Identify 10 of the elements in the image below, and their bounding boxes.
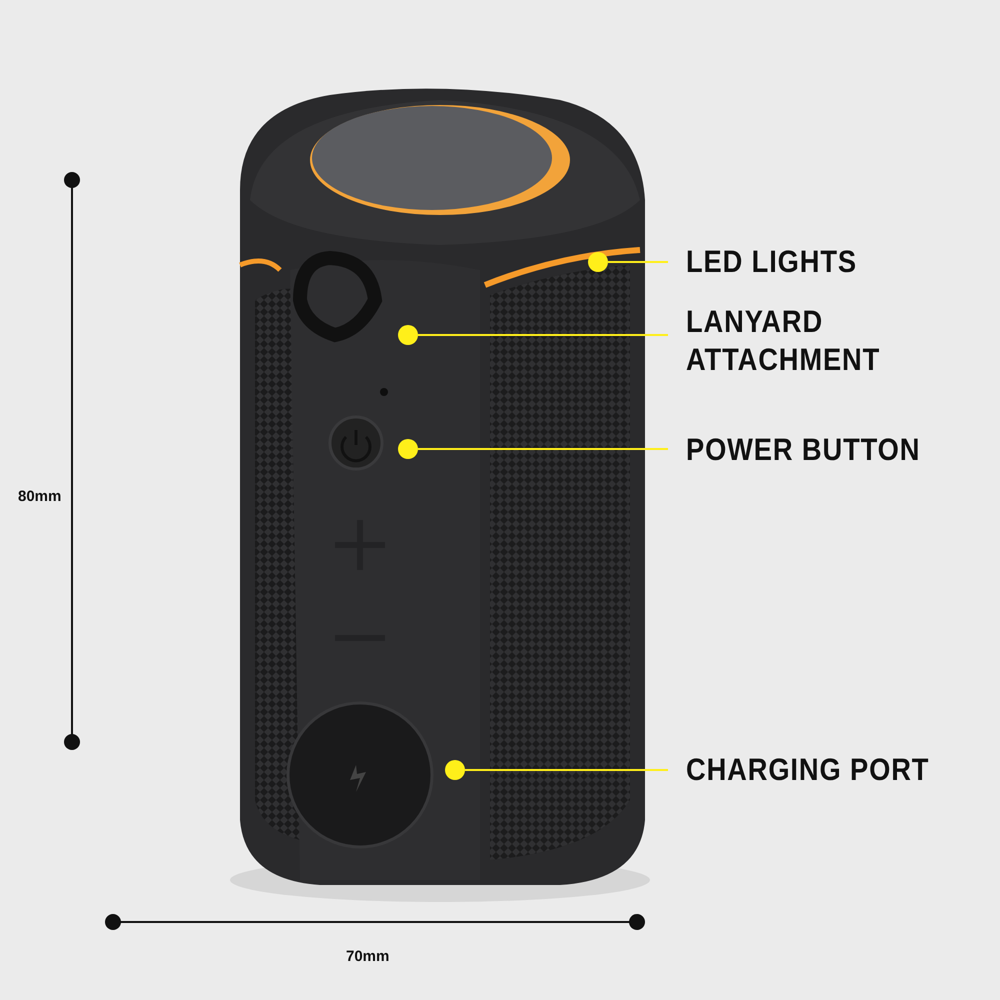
dimension-label: 80mm	[18, 488, 62, 505]
leader-line	[465, 769, 668, 771]
leader-line	[608, 261, 668, 263]
leader-line	[418, 448, 668, 450]
callout-label: LANYARD ATTACHMENT	[686, 303, 915, 379]
callout-label: CHARGING PORT	[686, 751, 959, 789]
callout-label: LED LIGHTS	[686, 243, 950, 281]
leader-line	[418, 334, 668, 336]
dimension-label: 70mm	[346, 948, 390, 965]
callout-label: POWER BUTTON	[686, 431, 950, 469]
